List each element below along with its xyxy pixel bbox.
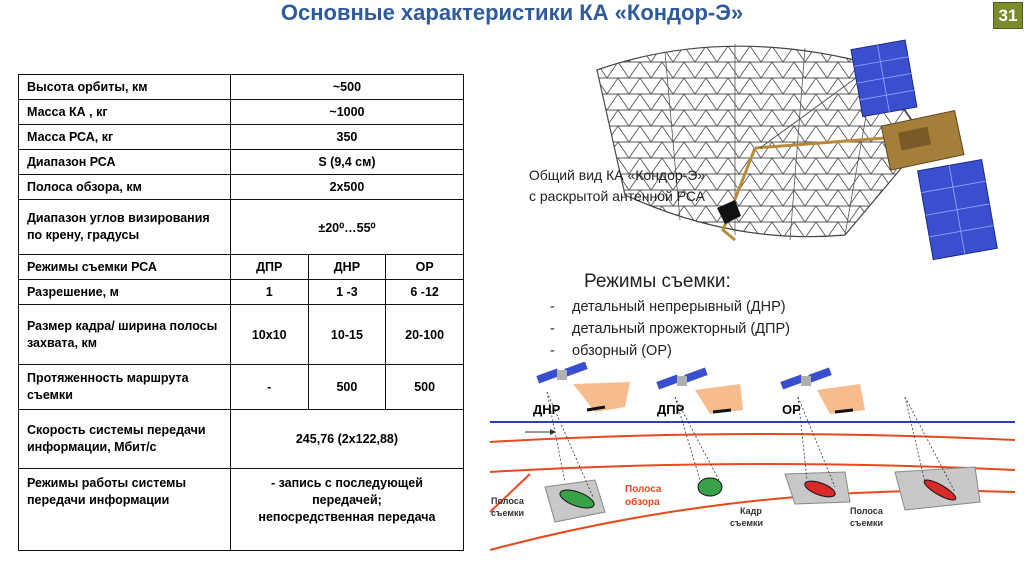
satellite-icon (536, 362, 588, 384)
satellite-illustration (596, 39, 998, 261)
row-value: 10-15 (307, 304, 387, 365)
caption-line: Общий вид КА «Кондор-Э» (528, 167, 706, 183)
caption-line: с раскрытой антенной РСА (528, 188, 706, 204)
row-value: 245,76 (2х122,88) (229, 409, 465, 469)
table-row: Разрешение, м 1 1 -3 6 -12 (18, 279, 464, 305)
table-row: Размер кадра/ ширина полосы захвата, км … (18, 304, 464, 365)
row-value: 6 -12 (385, 279, 464, 305)
page-number: 31 (993, 2, 1023, 29)
annotation-text: съемки (491, 508, 524, 518)
row-value: ОР (385, 254, 464, 280)
row-value: ~500 (229, 74, 465, 100)
specs-table: Высота орбиты, км ~500 Масса КА , кг ~10… (18, 74, 465, 551)
row-label: Режимы работы системы передачи информаци… (18, 468, 231, 551)
table-row: Полоса обзора, км 2х500 (18, 174, 465, 200)
table-row: Высота орбиты, км ~500 (18, 74, 465, 100)
row-label: Высота орбиты, км (18, 74, 231, 100)
table-row: Режимы съемки РСА ДПР ДНР ОР (18, 254, 464, 280)
annotation-text: Полоса (625, 484, 662, 495)
row-value: 2х500 (229, 174, 465, 200)
page-title: Основные характеристики КА «Кондор-Э» (280, 0, 744, 25)
row-value: 500 (385, 364, 464, 410)
table-row: Скорость системы передачи информации, Мб… (18, 409, 465, 469)
table-row: Протяженность маршрута съемки - 500 500 (18, 364, 464, 410)
row-value: ДПР (229, 254, 309, 280)
row-value: 350 (229, 124, 465, 150)
table-row: Масса РСА, кг 350 (18, 124, 465, 150)
row-value: - запись с последующей передачей; непоср… (229, 468, 465, 551)
satellite-icon (656, 367, 708, 390)
mode-label-dpr: ДПР (657, 402, 685, 417)
row-label: Масса РСА, кг (18, 124, 231, 150)
satellite-caption: Общий вид КА «Кондор-Э» с раскрытой анте… (497, 165, 737, 207)
table-row: Масса КА , кг ~1000 (18, 99, 465, 125)
annotation-text: съемки (850, 518, 883, 528)
table-row: Режимы работы системы передачи информаци… (18, 468, 465, 551)
row-value: ~1000 (229, 99, 465, 125)
row-label: Масса КА , кг (18, 99, 231, 125)
imaging-modes-diagram: ДНР ДПР ОР Полоса съемки Полоса обзора К… (489, 362, 1016, 551)
row-value: 1 (229, 279, 309, 305)
annotation-text: Полоса (850, 506, 884, 516)
solar-panel-top (850, 39, 918, 118)
row-value: 500 (307, 364, 387, 410)
row-label: Диапазон РСА (18, 149, 231, 175)
row-label: Разрешение, м (18, 279, 231, 305)
mode-label-or: ОР (782, 402, 801, 417)
value-line: передачей; (312, 493, 382, 507)
row-value: S (9,4 см) (229, 149, 465, 175)
value-line: - запись с последующей (270, 476, 423, 490)
table-row: Диапазон РСА S (9,4 см) (18, 149, 465, 175)
list-item: -обзорный (ОР) (550, 343, 672, 359)
value-line: непосредственная передача (258, 510, 436, 524)
annotation-text: съемки (730, 518, 763, 528)
annotation-text: Кадр (740, 506, 762, 516)
row-label: Протяженность маршрута съемки (18, 364, 231, 410)
list-item: -детальный непрерывный (ДНР) (550, 299, 786, 315)
row-label: Размер кадра/ ширина полосы захвата, км (18, 304, 231, 365)
row-label: Скорость системы передачи информации, Мб… (18, 409, 231, 469)
list-item: -детальный прожекторный (ДПР) (550, 321, 790, 337)
table-row: Диапазон углов визирования по крену, гра… (18, 199, 465, 255)
row-label: Диапазон углов визирования по крену, гра… (18, 199, 231, 255)
annotation-text: обзора (625, 496, 660, 508)
modes-list: -детальный непрерывный (ДНР) -детальный … (550, 296, 790, 362)
row-label: Режимы съемки РСА (18, 254, 231, 280)
row-label: Полоса обзора, км (18, 174, 231, 200)
solar-panel-bottom (917, 159, 998, 261)
row-value: 10х10 (229, 304, 309, 365)
row-value: 1 -3 (307, 279, 387, 305)
annotation-text: Полоса (491, 496, 525, 506)
row-value: ±20⁰…55⁰ (229, 199, 465, 255)
row-value: - (229, 364, 309, 410)
row-value: ДНР (307, 254, 387, 280)
modes-title: Режимы съемки: (584, 271, 731, 292)
mode-label-dnr: ДНР (533, 402, 561, 417)
satellite-icon (780, 367, 832, 390)
row-value: 20-100 (385, 304, 464, 365)
